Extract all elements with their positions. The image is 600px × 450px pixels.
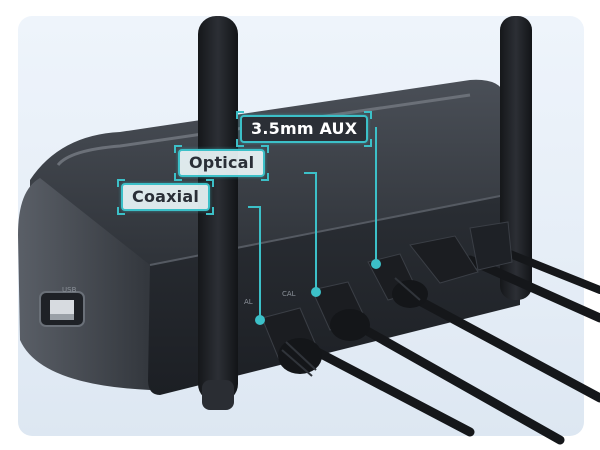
aux-label: 3.5mm AUX [236, 111, 373, 147]
optical-label-text: Optical [189, 153, 255, 172]
coaxial-label: Coaxial [117, 179, 215, 215]
optical-port-label: CAL [282, 290, 296, 298]
receiver-device [18, 79, 520, 395]
optical-plug [311, 281, 370, 341]
power-plug [409, 221, 513, 284]
usb-port-label: USB [62, 286, 77, 294]
coax-port-label: AL [244, 298, 253, 306]
aux-label-text: 3.5mm AUX [251, 119, 358, 138]
coaxial-plug [261, 307, 322, 377]
leader-lines [248, 127, 381, 325]
optical-label: Optical [174, 145, 270, 181]
left-antenna [198, 16, 238, 410]
usb-port [39, 291, 85, 327]
coaxial-label-text: Coaxial [132, 187, 200, 206]
